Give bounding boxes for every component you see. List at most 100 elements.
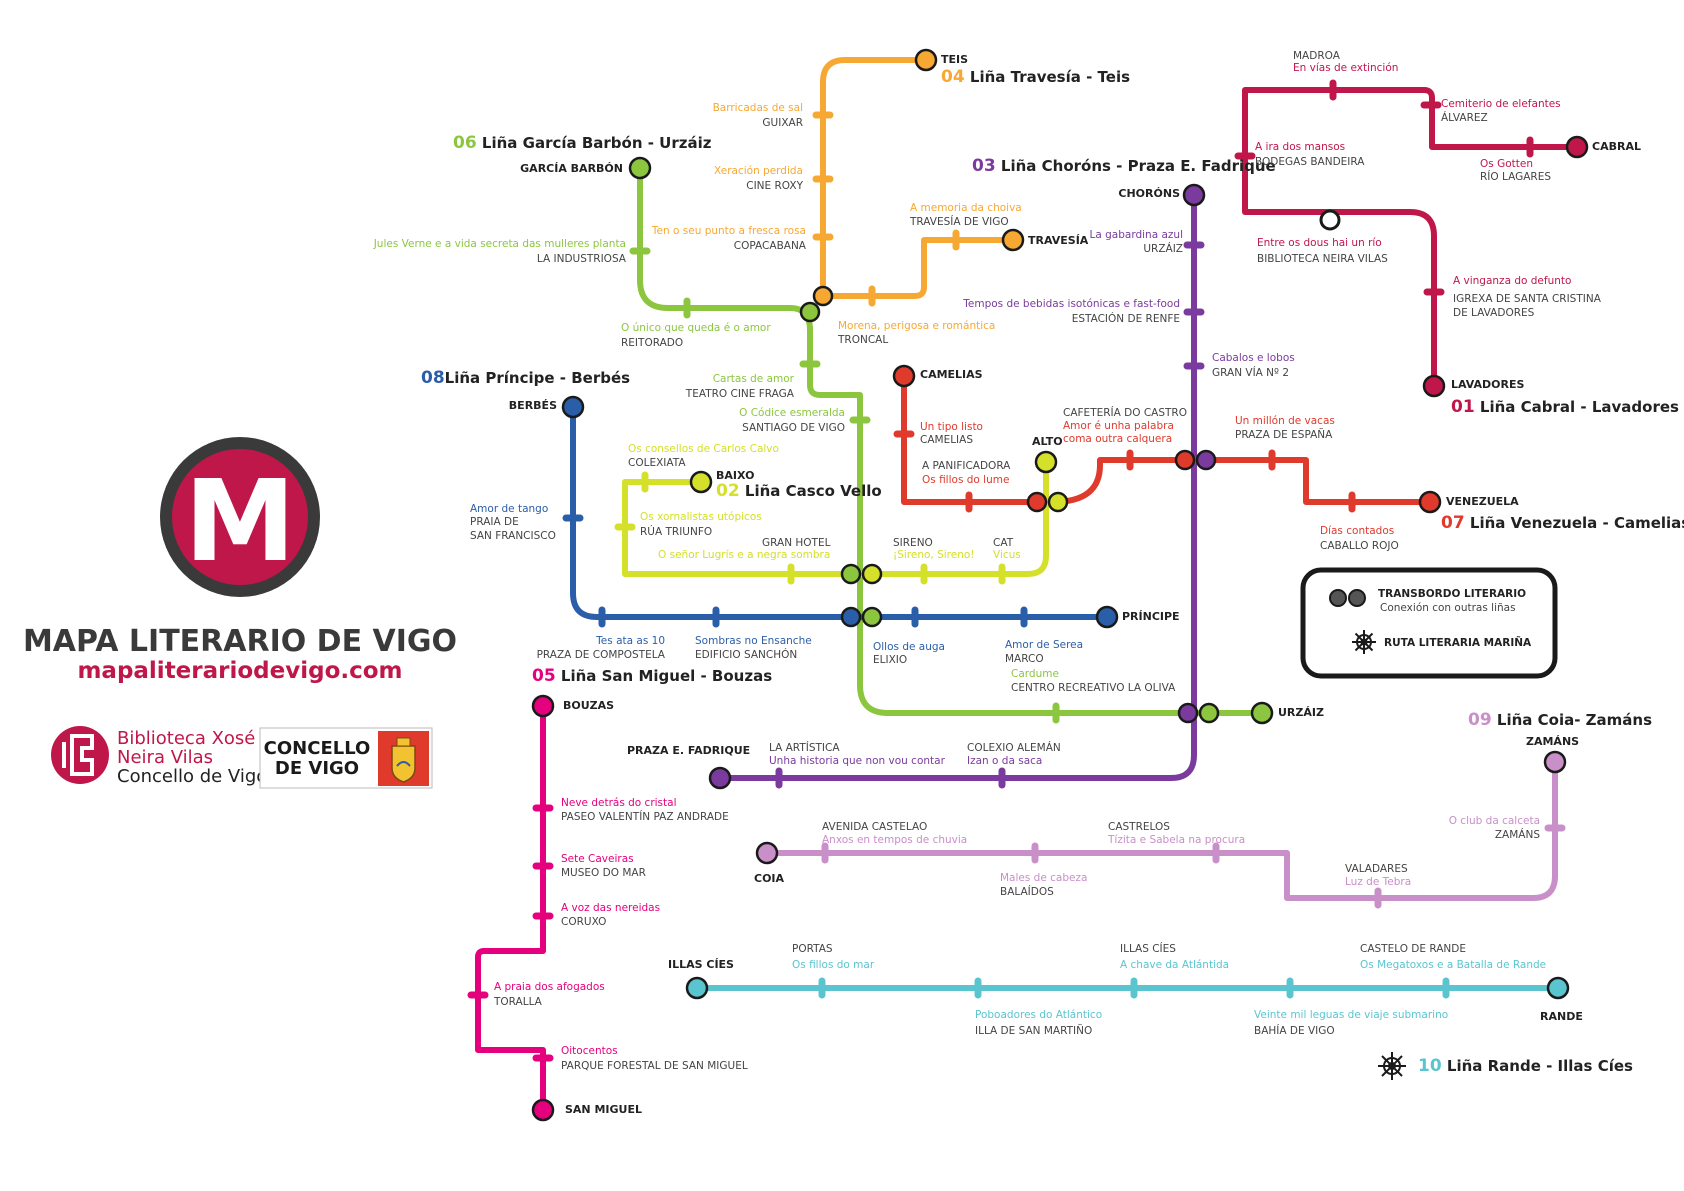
station-title: O señor Lugrís e a negra sombra [658, 549, 830, 561]
transfer-alto-red[interactable] [1026, 491, 1048, 513]
line-label-05: 05 Liña San Miguel - Bouzas [532, 666, 772, 686]
terminal-label-zamans: ZAMÁNS [1526, 735, 1579, 748]
station-title: ¡Sireno, Sireno! [893, 549, 975, 561]
station-title: Amor é unha palabra [1063, 420, 1174, 432]
line-label-04: 04 Liña Travesía - Teis [941, 67, 1130, 87]
brand-url[interactable]: mapaliterariodevigo.com [77, 658, 402, 684]
transfer-sireno-green[interactable] [840, 563, 862, 585]
transfer-urzaiz-purple[interactable] [1177, 702, 1199, 724]
terminal-bouzas[interactable] [531, 694, 555, 718]
library-logo: Biblioteca Xosé Neira Vilas Concello de … [51, 726, 267, 787]
concello-logo: CONCELLO DE VIGO [259, 727, 433, 789]
line-label-08: 08Liña Príncipe - Berbés [421, 368, 630, 388]
station-place: SIRENO [893, 537, 933, 549]
station-title: Tempos de bebidas isotónicas e fast-food [962, 298, 1180, 310]
station-place: CENTRO RECREATIVO LA OLIVA [1011, 682, 1176, 694]
transfer-sireno-yellow[interactable] [861, 563, 883, 585]
station-place: BALAÍDOS [1000, 885, 1054, 898]
terminal-coia[interactable] [755, 841, 779, 865]
terminal-rande[interactable] [1546, 976, 1570, 1000]
terminal-lavadores[interactable] [1422, 374, 1446, 398]
terminal-camelias[interactable] [892, 364, 916, 388]
station-title: Izan o da saca [967, 755, 1042, 767]
station-place: ESTACIÓN DE RENFE [1072, 312, 1180, 325]
terminal-label-coia: COIA [754, 872, 785, 885]
terminal-label-teis: TEIS [941, 53, 968, 66]
line-02-path [622, 459, 1049, 577]
station-title: Neve detrás do cristal [561, 797, 677, 809]
transfer-alto-yellow[interactable] [1047, 491, 1069, 513]
terminal-label-urzaiz: URZÁIZ [1278, 706, 1324, 719]
station-title: Días contados [1320, 525, 1394, 537]
station-place: CINE ROXY [746, 180, 803, 192]
line-label-06: 06 Liña García Barbón - Urzáiz [453, 133, 712, 153]
terminal-teis[interactable] [914, 48, 938, 72]
station-place: MARCO [1005, 653, 1044, 665]
terminal-label-venezuela: VENEZUELA [1446, 495, 1519, 508]
concello-name-1: CONCELLO [264, 738, 371, 759]
terminal-label-garcia-barbon: GARCÍA BARBÓN [520, 162, 623, 175]
ship-wheel-icon [1378, 1052, 1406, 1080]
transfer-biblioteca[interactable] [1319, 209, 1341, 231]
station-title-cont: coma outra calquera [1063, 433, 1172, 445]
transfer-troncal-orange[interactable] [812, 285, 834, 307]
line-label-09: 09 Liña Coia- Zamáns [1468, 710, 1652, 730]
station-place: MUSEO DO MAR [561, 867, 646, 879]
station-title: Os Gotten [1480, 158, 1533, 170]
transfer-urzaiz-green[interactable] [1198, 702, 1220, 724]
station-title: Jules Verne e a vida secreta das mullere… [373, 238, 626, 250]
station-place: PASEO VALENTÍN PAZ ANDRADE [561, 810, 729, 823]
terminal-venezuela[interactable] [1418, 490, 1442, 514]
station-place: CASTELO DE RANDE [1360, 943, 1466, 955]
station-title: Un millón de vacas [1235, 415, 1335, 427]
station-title: O club da calceta [1449, 815, 1540, 827]
transfer-castro-purple[interactable] [1195, 449, 1217, 471]
station-title: Amor de tango [470, 503, 548, 515]
station-place: ÁLVAREZ [1441, 111, 1488, 124]
transfer-elixio-green[interactable] [861, 606, 883, 628]
terminal-principe[interactable] [1095, 605, 1119, 629]
library-name-2: Neira Vilas [117, 747, 213, 768]
terminal-illas-cies[interactable] [685, 976, 709, 1000]
station-place: CASTRELOS [1108, 821, 1170, 833]
terminal-travesia[interactable] [1001, 228, 1025, 252]
terminal-urzaiz[interactable] [1250, 701, 1274, 725]
terminal-label-chorons: CHORÓNS [1118, 187, 1180, 200]
terminal-label-lavadores: LAVADORES [1451, 378, 1525, 391]
brand-title: MAPA LITERARIO DE VIGO [23, 624, 457, 659]
line-09-path [764, 759, 1558, 901]
terminal-san-miguel[interactable] [531, 1098, 555, 1122]
terminal-label-praza-fadrique: PRAZA E. FADRIQUE [627, 744, 750, 757]
station-title: A voz das nereidas [561, 902, 660, 914]
terminal-label-rande: RANDE [1540, 1010, 1583, 1023]
transfer-troncal-green[interactable] [799, 301, 821, 323]
station-place: EDIFICIO SANCHÓN [695, 648, 797, 661]
line-04-path [820, 57, 1021, 299]
station-title: Oitocentos [561, 1045, 618, 1057]
station-title: A memoria da choiva [910, 202, 1022, 214]
station-title: Un tipo listo [920, 421, 983, 433]
station-title: A vinganza do defunto [1453, 275, 1571, 287]
terminal-alto[interactable] [1034, 450, 1058, 474]
line-label-03: 03 Liña Choróns - Praza E. Fadrique [972, 156, 1276, 176]
terminal-praza-fadrique[interactable] [708, 766, 732, 790]
station-title: Sombras no Ensanche [695, 635, 812, 647]
library-name-3: Concello de Vigo [117, 766, 267, 787]
station-place: ZAMÁNS [1495, 828, 1540, 841]
terminal-berbes[interactable] [561, 395, 585, 419]
terminal-zamans[interactable] [1543, 750, 1567, 774]
terminal-label-travesia: TRAVESÍA [1028, 234, 1089, 247]
terminal-cabral[interactable] [1565, 135, 1589, 159]
station-place: PRAZA DE ESPAÑA [1235, 428, 1333, 441]
station-title: A praia dos afogados [494, 981, 605, 993]
line-label-01: 01 Liña Cabral - Lavadores [1451, 397, 1679, 417]
transfer-castro-red[interactable] [1174, 449, 1196, 471]
terminal-baixo[interactable] [689, 470, 713, 494]
station-title: Tes ata as 10 [595, 635, 665, 647]
terminal-garcia-barbon[interactable] [628, 156, 652, 180]
terminal-chorons[interactable] [1182, 183, 1206, 207]
station-place: URZÁIZ [1143, 242, 1183, 255]
station-place: LA INDUSTRIOSA [537, 253, 627, 265]
transfer-elixio-blue[interactable] [840, 606, 862, 628]
station-title: Anxos en tempos de chuvia [822, 834, 967, 846]
